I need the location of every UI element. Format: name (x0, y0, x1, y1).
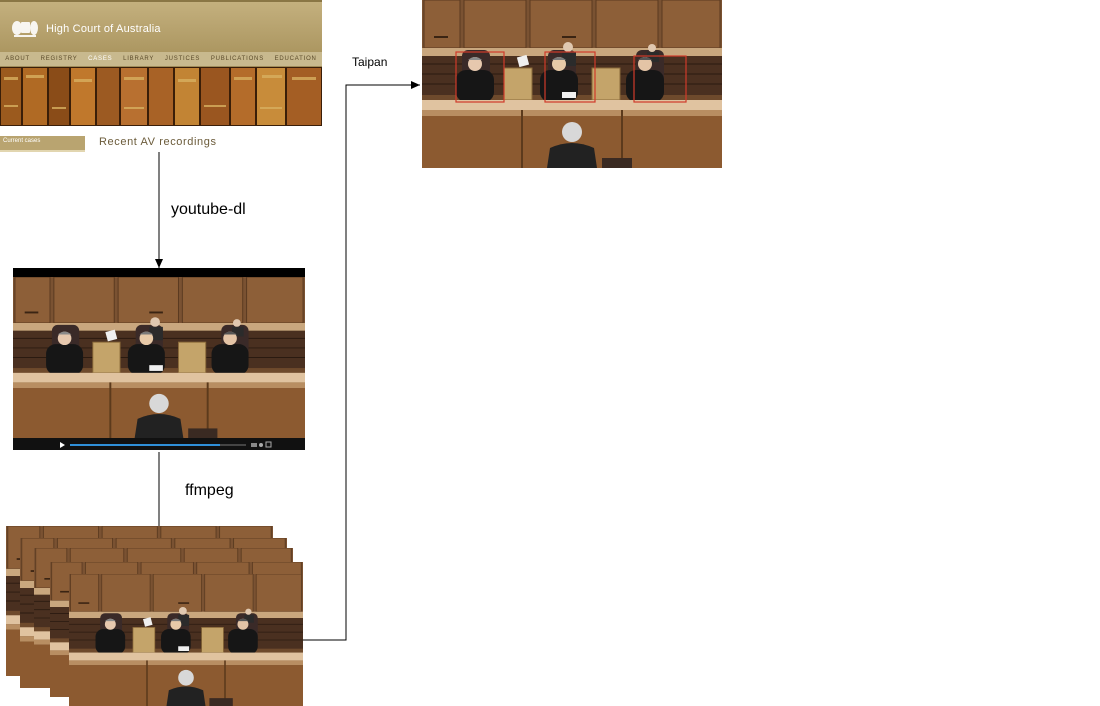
sidebar-current-cases[interactable]: Current cases (3, 138, 41, 144)
extracted-frame-5 (69, 574, 303, 706)
detection-boxes (455, 51, 687, 103)
site-banner: High Court of Australia (0, 0, 322, 54)
nav-item-library[interactable]: LIBRARY (123, 56, 155, 62)
recent-av-heading: Recent AV recordings (99, 136, 217, 148)
video-player-screenshot (13, 268, 305, 450)
courtroom-video-frame (13, 277, 305, 438)
ffmpeg-label: ffmpeg (185, 482, 234, 499)
hca-website-screenshot: High Court of Australia ABOUT REGISTRY C… (0, 0, 322, 126)
youtube-dl-label: youtube-dl (171, 201, 246, 218)
detection-box-2 (544, 51, 596, 103)
player-controls (13, 438, 305, 450)
play-icon (60, 442, 65, 448)
nav-item-about[interactable]: ABOUT (5, 56, 30, 62)
fullscreen-icon (265, 441, 272, 448)
site-nav: ABOUT REGISTRY CASES LIBRARY JUSTICES PU… (0, 52, 322, 67)
player-control-bar (60, 441, 272, 448)
nav-item-education[interactable]: EDUCATION (274, 56, 317, 62)
settings-icon (259, 443, 263, 447)
taipan-detection-frame (422, 0, 722, 168)
nav-item-justices[interactable]: JUSTICES (164, 56, 201, 62)
site-title: High Court of Australia (46, 23, 161, 35)
detection-box-1 (455, 51, 505, 103)
arrow-frames-to-detections (303, 81, 420, 641)
nav-item-cases[interactable]: CASES (88, 56, 113, 62)
volume-icon (251, 443, 257, 447)
taipan-label: Taipan (352, 55, 388, 69)
nav-item-registry[interactable]: REGISTRY (40, 56, 78, 62)
progress-fill (70, 444, 220, 446)
books-banner-image (0, 67, 322, 126)
coat-of-arms-icon (12, 21, 38, 37)
sidebar-tab[interactable] (0, 136, 85, 152)
nav-item-publications[interactable]: PUBLICATIONS (210, 56, 264, 62)
detection-box-3 (633, 55, 687, 103)
